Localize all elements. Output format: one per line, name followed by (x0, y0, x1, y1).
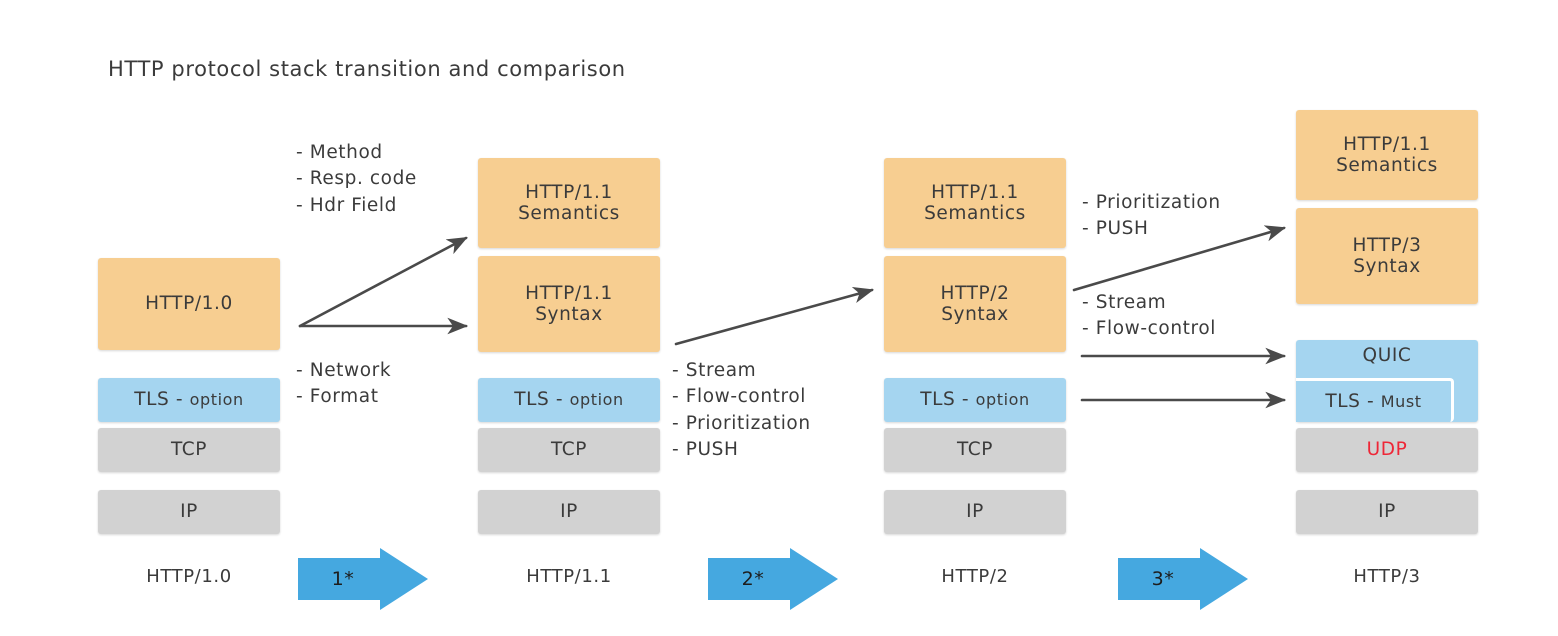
block-tls-option-2: TLS - option (478, 378, 660, 422)
block-tcp-2: TCP (478, 428, 660, 472)
step-arrow-1-label: 1* (331, 568, 355, 590)
annotation-gap1-upper: - Method - Resp. code - Hdr Field (296, 140, 417, 219)
tls-prefix-2: TLS - (514, 389, 570, 411)
block-tls-option-1: TLS - option (98, 378, 280, 422)
tls-suffix-2: option (569, 390, 624, 410)
step-arrow-2-label: 2* (741, 568, 765, 590)
step-arrow-2[interactable]: 2* (708, 548, 838, 610)
annot-prioritization-2: - Prioritization (672, 412, 811, 434)
arrow-semantics-1to2 (298, 236, 468, 328)
step-arrow-3-label: 3* (1151, 568, 1175, 590)
footer-label-http3: HTTP/3 (1353, 566, 1421, 587)
annotation-gap3-upper: - Prioritization - PUSH (1082, 190, 1221, 243)
annot-flow-control-2: - Flow-control (672, 386, 806, 408)
block-http11-semantics: HTTP/1.1 Semantics (478, 158, 660, 248)
block-http11-semantics-4: HTTP/1.1 Semantics (1296, 110, 1478, 200)
annot-method: - Method (296, 142, 383, 163)
annot-prioritization-3: - Prioritization (1082, 192, 1221, 213)
annot-stream-2: - Stream (672, 360, 757, 381)
block-http10: HTTP/1.0 (98, 258, 280, 350)
block-tcp-1: TCP (98, 428, 280, 472)
annot-flow-control-3: - Flow-control (1082, 318, 1216, 340)
block-tls-must: TLS - Must (1296, 378, 1454, 422)
block-http11-syntax: HTTP/1.1 Syntax (478, 256, 660, 352)
block-ip-3: IP (884, 490, 1066, 534)
block-udp: UDP (1296, 428, 1478, 472)
footer-label-http10: HTTP/1.0 (146, 566, 232, 587)
tls-prefix-4: TLS - (1325, 391, 1381, 412)
annot-push-2: - PUSH (672, 438, 739, 460)
annotation-gap3-lower: - Stream - Flow-control (1082, 290, 1216, 343)
annotation-gap1-lower: - Network - Format (296, 358, 391, 411)
tls-prefix-3: TLS - (920, 389, 976, 411)
annot-hdr-field: - Hdr Field (296, 194, 397, 216)
footer-label-http2: HTTP/2 (941, 566, 1009, 587)
annotation-gap2: - Stream - Flow-control - Prioritization… (672, 358, 811, 463)
block-ip-2: IP (478, 490, 660, 534)
block-http3-syntax: HTTP/3 Syntax (1296, 208, 1478, 304)
page-title: HTTP protocol stack transition and compa… (108, 57, 626, 81)
annot-network: - Network (296, 360, 392, 381)
annot-resp-code: - Resp. code (296, 168, 417, 190)
tls-prefix-1: TLS - (134, 389, 190, 411)
step-arrow-1[interactable]: 1* (298, 548, 428, 610)
step-arrow-3[interactable]: 3* (1118, 548, 1248, 610)
arrow-syntax-2to3 (674, 286, 875, 346)
block-ip-4: IP (1296, 490, 1478, 534)
block-tls-option-3: TLS - option (884, 378, 1066, 422)
tls-suffix-1: option (189, 390, 244, 410)
annot-format: - Format (296, 386, 379, 408)
block-http2-syntax: HTTP/2 Syntax (884, 256, 1066, 352)
block-ip-1: IP (98, 490, 280, 534)
annot-stream-3: - Stream (1082, 292, 1167, 313)
block-tcp-3: TCP (884, 428, 1066, 472)
annot-push-3: - PUSH (1082, 218, 1149, 240)
block-http11-semantics-3: HTTP/1.1 Semantics (884, 158, 1066, 248)
tls-suffix-3: option (975, 390, 1030, 410)
tls-suffix-4: Must (1380, 392, 1422, 411)
footer-label-http11: HTTP/1.1 (526, 566, 612, 587)
